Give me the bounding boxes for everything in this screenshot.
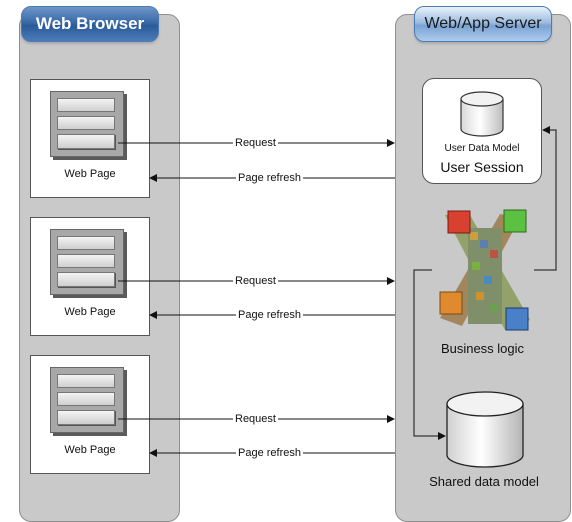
web-page-3: Web Page	[30, 355, 150, 474]
refresh-label-3: Page refresh	[236, 447, 303, 459]
server-title: Web/App Server	[414, 6, 552, 42]
form-field	[57, 392, 115, 406]
shared-data-cylinder-icon	[446, 391, 524, 468]
web-form-icon	[50, 229, 124, 295]
web-form-icon	[50, 91, 124, 157]
web-page-1: Web Page	[30, 79, 150, 198]
request-label-1: Request	[233, 137, 278, 149]
business-logic-icon	[439, 209, 530, 331]
web-form-icon	[50, 367, 124, 433]
form-field	[57, 116, 115, 130]
form-field	[57, 374, 115, 388]
web-page-label: Web Page	[64, 168, 116, 180]
form-button	[57, 272, 115, 287]
web-page-label: Web Page	[64, 444, 116, 456]
refresh-label-2: Page refresh	[236, 309, 303, 321]
request-label-2: Request	[233, 275, 278, 287]
user-session-box: User Data Model User Session	[422, 78, 542, 184]
user-session-label: User Session	[440, 159, 524, 175]
logic-to-session-arrow	[534, 126, 557, 271]
form-field	[57, 236, 115, 250]
logic-to-shared-data-arrow	[413, 269, 446, 440]
request-label-3: Request	[233, 413, 278, 425]
web-page-2: Web Page	[30, 217, 150, 336]
shared-data-model-label: Shared data model	[429, 474, 539, 489]
user-data-model-label: User Data Model	[444, 143, 520, 154]
database-icon	[460, 91, 504, 137]
form-field	[57, 254, 115, 268]
form-button	[57, 410, 115, 425]
form-button	[57, 134, 115, 149]
business-logic-label: Business logic	[440, 341, 525, 356]
form-field	[57, 98, 115, 112]
refresh-label-1: Page refresh	[236, 172, 303, 184]
browser-title: Web Browser	[21, 6, 159, 42]
web-page-label: Web Page	[64, 306, 116, 318]
